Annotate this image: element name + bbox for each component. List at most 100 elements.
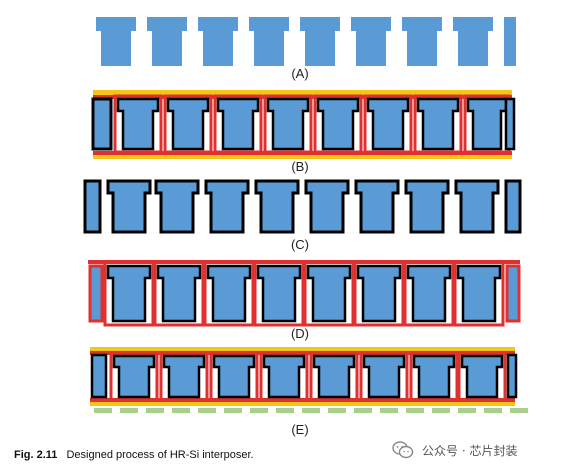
bond-pad — [146, 408, 164, 413]
silicon-pillar — [351, 17, 391, 66]
silicon-pillar — [504, 97, 516, 151]
barrier-liner — [109, 351, 159, 402]
silicon-pillar — [416, 97, 460, 151]
silicon-pillar — [88, 264, 104, 323]
barrier-liner — [409, 351, 459, 402]
interposer-process-diagram — [83, 17, 528, 413]
silicon-pillar — [204, 179, 250, 234]
barrier-liner — [153, 260, 205, 327]
watermark: 公众号 · 芯片封装 — [392, 437, 517, 463]
silicon-pillar — [460, 354, 504, 399]
barrier-liner — [359, 351, 409, 402]
barrier-liner — [403, 260, 455, 327]
silicon-pillar — [406, 264, 452, 323]
silicon-pillar — [106, 264, 152, 323]
seed-layer-bottom — [93, 155, 512, 159]
silicon-pillar — [166, 97, 210, 151]
seed-layer-top — [93, 90, 512, 95]
barrier-liner — [163, 94, 213, 154]
silicon-pillar — [116, 97, 160, 151]
silicon-pillar — [90, 353, 108, 399]
bond-pad — [172, 408, 190, 413]
silicon-pillar — [506, 353, 518, 399]
silicon-pillar — [266, 97, 310, 151]
barrier-liner — [103, 260, 155, 327]
panel-d-drawing — [88, 260, 521, 327]
silicon-pillar — [505, 264, 521, 323]
barrier-liner — [313, 94, 363, 154]
silicon-pillar — [306, 264, 352, 323]
silicon-pillar — [402, 17, 442, 66]
barrier-liner — [213, 94, 263, 154]
silicon-pillar — [300, 17, 340, 66]
barrier-liner — [303, 260, 355, 327]
panel-e-drawing — [90, 347, 528, 413]
barrier-liner — [159, 351, 209, 402]
panel-c-label: (C) — [290, 237, 310, 252]
silicon-pillar — [154, 179, 200, 234]
silicon-pillar — [262, 354, 306, 399]
bond-pad — [276, 408, 294, 413]
silicon-pillar — [256, 264, 302, 323]
panel-e-label: (E) — [291, 422, 309, 437]
silicon-pillar — [96, 17, 136, 66]
panel-d-label: (D) — [290, 326, 310, 341]
bond-pad — [354, 408, 372, 413]
silicon-pillar — [453, 17, 493, 66]
barrier-liner — [253, 260, 305, 327]
silicon-pillar — [504, 17, 516, 66]
barrier-liner — [457, 351, 507, 402]
barrier-liner — [113, 94, 163, 154]
silicon-pillar — [466, 97, 508, 151]
watermark-text: 公众号 · 芯片封装 — [422, 443, 518, 458]
bond-pad — [302, 408, 320, 413]
silicon-pillar — [456, 264, 502, 323]
figure-number: Fig. 2.11 — [14, 449, 58, 461]
silicon-pillar — [312, 354, 356, 399]
barrier-liner — [363, 94, 413, 154]
barrier-liner — [263, 94, 313, 154]
figure-caption: Fig. 2.11 Designed process of HR-Si inte… — [14, 449, 254, 461]
barrier-liner — [413, 94, 463, 154]
bond-pad — [510, 408, 528, 413]
panel-c-drawing — [83, 179, 522, 234]
bond-pad — [380, 408, 398, 413]
silicon-pillar — [147, 17, 187, 66]
bond-pad — [224, 408, 242, 413]
barrier-liner — [209, 351, 259, 402]
bond-pad — [94, 408, 112, 413]
silicon-pillar — [354, 179, 400, 234]
silicon-pillar — [198, 17, 238, 66]
silicon-pillar — [91, 97, 113, 151]
bond-pad — [328, 408, 346, 413]
silicon-pillar — [212, 354, 256, 399]
barrier-liner — [309, 351, 359, 402]
bond-pad — [120, 408, 138, 413]
silicon-pillar — [504, 179, 522, 234]
silicon-pillar — [83, 179, 102, 234]
panel-b-label: (B) — [291, 159, 309, 174]
silicon-pillar — [106, 179, 152, 234]
silicon-pillar — [404, 179, 450, 234]
silicon-pillar — [316, 97, 360, 151]
panel-a-drawing — [96, 17, 516, 66]
wechat-icon — [392, 441, 414, 459]
silicon-pillar — [356, 264, 402, 323]
silicon-pillar — [366, 97, 410, 151]
silicon-pillar — [112, 354, 156, 399]
seed-layer-bottom — [90, 402, 515, 406]
bond-pad — [484, 408, 502, 413]
barrier-liner — [453, 260, 505, 327]
panel-b-drawing — [91, 90, 516, 159]
bond-pad — [458, 408, 476, 413]
figure-caption-text: Designed process of HR-Si interposer. — [66, 449, 254, 461]
silicon-pillar — [216, 97, 260, 151]
silicon-pillar — [206, 264, 252, 323]
seed-layer-top — [90, 347, 515, 351]
silicon-pillar — [412, 354, 456, 399]
barrier-liner — [353, 260, 405, 327]
silicon-pillar — [362, 354, 406, 399]
panel-a-label: (A) — [291, 66, 309, 81]
silicon-pillar — [254, 179, 300, 234]
silicon-pillar — [249, 17, 289, 66]
